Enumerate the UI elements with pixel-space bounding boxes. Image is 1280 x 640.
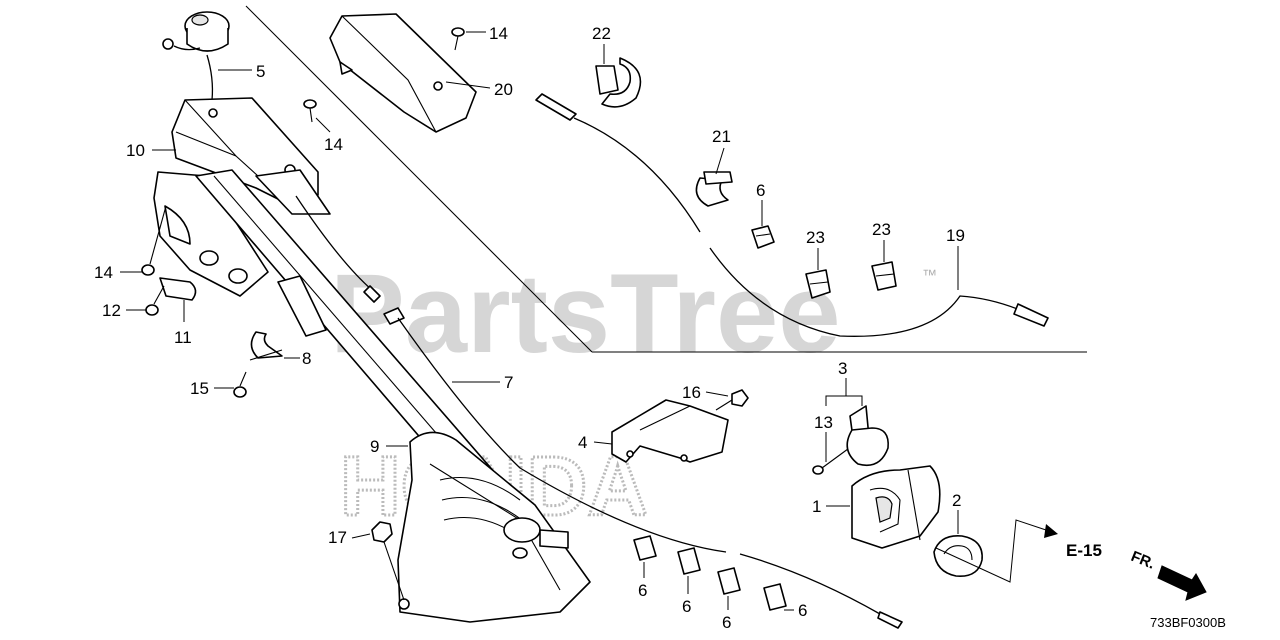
part-8-clip [249,331,283,361]
part-7-throttle-cable [295,195,903,629]
bolt-14-left [141,205,167,276]
front-direction-arrow-icon [1157,565,1207,601]
callout-23: 23 [872,220,891,239]
bolt-16 [715,389,749,411]
callout-22: 22 [592,24,611,43]
callout-4: 4 [578,433,587,452]
front-direction-label: FR. [1129,548,1158,573]
callout-17: 17 [328,528,347,547]
callout-12: 12 [102,301,121,320]
part-19-cable [535,93,1049,337]
part-3-switch [846,405,889,467]
bolt-14-upper [303,99,317,123]
bolt-13 [812,445,853,475]
callout-5: 5 [256,62,265,81]
part-2-clamp-ring [933,535,983,577]
reference-label: E-15 [1066,541,1102,560]
part-20-cover [329,13,477,133]
callout-labels: 5 10 14 14 14 12 11 8 15 9 17 7 20 22 21… [94,24,965,632]
part-9-lower-housing [397,431,591,623]
callout-6: 6 [722,613,731,632]
bolt-15 [233,371,247,398]
clip-6-lower-3 [717,567,741,595]
part-5-grommet-wire [162,11,230,119]
watermark-trademark: ™ [922,267,937,284]
callout-19: 19 [946,226,965,245]
callout-7: 7 [504,373,513,392]
reference-bracket [935,519,1058,583]
diagram-code: 733BF0300B [1150,615,1226,630]
callout-16: 16 [682,383,701,402]
bolt-12 [145,285,165,316]
clip-6-lower-2 [677,547,701,575]
callout-15: 15 [190,379,209,398]
callout-20: 20 [494,80,513,99]
bolt-14-top [451,27,465,51]
callout-10: 10 [126,141,145,160]
section-divider [245,5,1087,353]
callout-1: 1 [812,497,821,516]
clip-6-lower-4 [763,583,787,611]
callout-11: 11 [174,328,192,347]
clip-23-left [805,269,831,299]
bolt-17 [371,521,405,601]
clip-23-right [871,261,897,291]
watermark-text: PartsTree [330,251,841,376]
callout-3: 3 [838,359,847,378]
callout-13: 13 [814,413,833,432]
callout-9: 9 [370,437,379,456]
callout-23: 23 [806,228,825,247]
part-1-grip [851,465,941,549]
callout-6: 6 [756,181,765,200]
callout-14: 14 [489,24,508,43]
callout-6: 6 [682,597,691,616]
callout-6: 6 [798,601,807,620]
callout-14: 14 [94,263,113,282]
part-4-bracket [611,399,729,463]
callout-21: 21 [712,127,731,146]
part-22-clamp [595,57,642,108]
leader-lines [120,31,959,611]
part-11-clamp-bracket [153,171,269,301]
callout-6: 6 [638,581,647,600]
clip-6-lower-1 [633,535,657,561]
callout-8: 8 [302,349,311,368]
callout-2: 2 [952,491,961,510]
callout-14: 14 [324,135,343,154]
part-21-band [695,171,733,207]
clip-6-upper [751,225,775,249]
